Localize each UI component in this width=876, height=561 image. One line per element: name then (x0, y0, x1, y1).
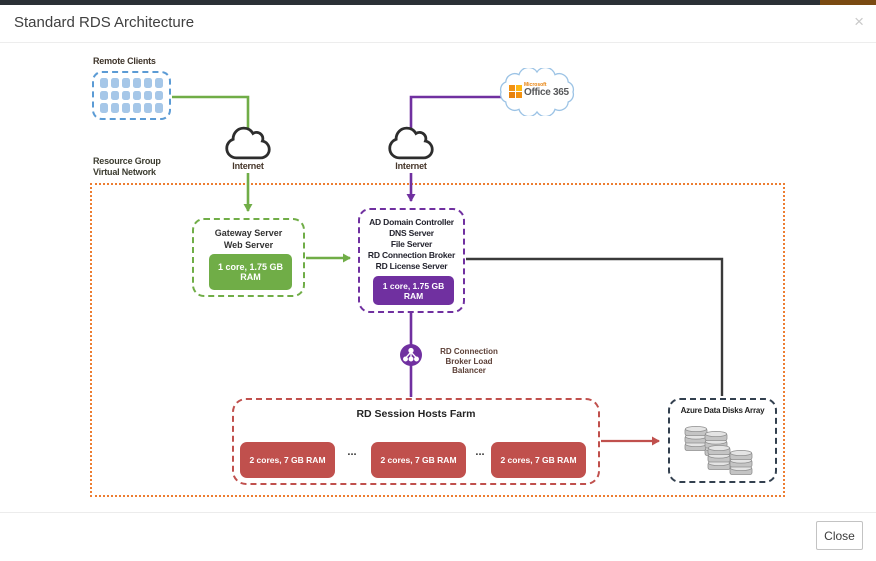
footer-divider (0, 512, 876, 513)
ad-spec-badge: 1 core, 1.75 GB RAM (373, 276, 454, 305)
page-topbar (0, 0, 876, 5)
load-balancer-icon (400, 344, 422, 366)
office365-brand-label: Microsoft (524, 82, 547, 88)
client-icon (111, 78, 119, 88)
session-host-badge: 2 cores, 7 GB RAM (491, 442, 586, 478)
internet-left-label: Internet (232, 161, 264, 171)
azure-data-disks-group: Azure Data Disks Array (668, 398, 777, 483)
remote-clients-label: Remote Clients (93, 56, 156, 66)
client-icon (111, 103, 119, 113)
ellipsis: ... (347, 446, 357, 458)
client-icon (133, 90, 141, 101)
client-icon (100, 103, 108, 113)
client-icon (111, 90, 119, 101)
office365-label: Office 365 (524, 87, 569, 98)
client-icon (144, 90, 152, 101)
client-icon (122, 103, 130, 113)
client-icon (155, 90, 163, 101)
ad-line: File Server (390, 239, 433, 249)
client-icon (100, 90, 108, 101)
session-host-badge: 2 cores, 7 GB RAM (240, 442, 335, 478)
disks-title: Azure Data Disks Array (680, 406, 765, 415)
client-icon (155, 103, 163, 113)
gateway-server-group: Gateway Server Web Server 1 core, 1.75 G… (192, 218, 305, 297)
gateway-spec-badge: 1 core, 1.75 GB RAM (209, 254, 292, 290)
load-balancer-label: RD Connection Broker Load Balancer (432, 347, 506, 376)
ellipsis: ... (475, 446, 485, 458)
modal-title: Standard RDS Architecture (14, 14, 195, 31)
modal-header: Standard RDS Architecture × (0, 5, 876, 43)
remote-clients-group (92, 71, 171, 120)
ad-line: AD Domain Controller (369, 217, 454, 227)
farm-title: RD Session Hosts Farm (356, 408, 476, 420)
virtual-network-line2: Virtual Network (93, 167, 156, 177)
virtual-network-boundary (90, 183, 785, 497)
client-icon (155, 78, 163, 88)
close-icon[interactable]: × (854, 12, 864, 31)
ad-line: DNS Server (389, 228, 434, 238)
office365-logo-icon (509, 84, 522, 98)
ad-line: RD Connection Broker (367, 250, 456, 260)
ad-services-group: AD Domain Controller DNS Server File Ser… (358, 208, 465, 313)
internet-right-label: Internet (395, 161, 427, 171)
gateway-line1: Gateway Server (214, 228, 283, 238)
client-icon (133, 78, 141, 88)
client-icon (144, 103, 152, 113)
rd-session-hosts-farm: RD Session Hosts Farm 2 cores, 7 GB RAM … (232, 398, 600, 485)
close-button[interactable]: Close (816, 521, 863, 550)
client-icon (144, 78, 152, 88)
office365-cloud: Microsoft Office 365 (498, 66, 576, 118)
lb-label-line1: RD Connection (440, 347, 498, 356)
lb-label-line2: Broker Load Balancer (445, 356, 493, 376)
page-topbar-accent (820, 0, 876, 5)
disk-stack-icon (680, 418, 772, 480)
gateway-line2: Web Server (223, 240, 274, 250)
scalloped-cloud-icon (499, 66, 575, 118)
session-host-badge: 2 cores, 7 GB RAM (371, 442, 466, 478)
ad-line: RD License Server (375, 261, 448, 271)
client-icon (100, 78, 108, 88)
internet-cloud-icon (388, 126, 434, 160)
client-icon (122, 78, 130, 88)
internet-cloud-icon (225, 126, 271, 160)
resource-group-line1: Resource Group (93, 156, 161, 166)
resource-group-label: Resource Group Virtual Network (93, 156, 161, 178)
client-icon (133, 103, 141, 113)
client-icon (122, 90, 130, 101)
